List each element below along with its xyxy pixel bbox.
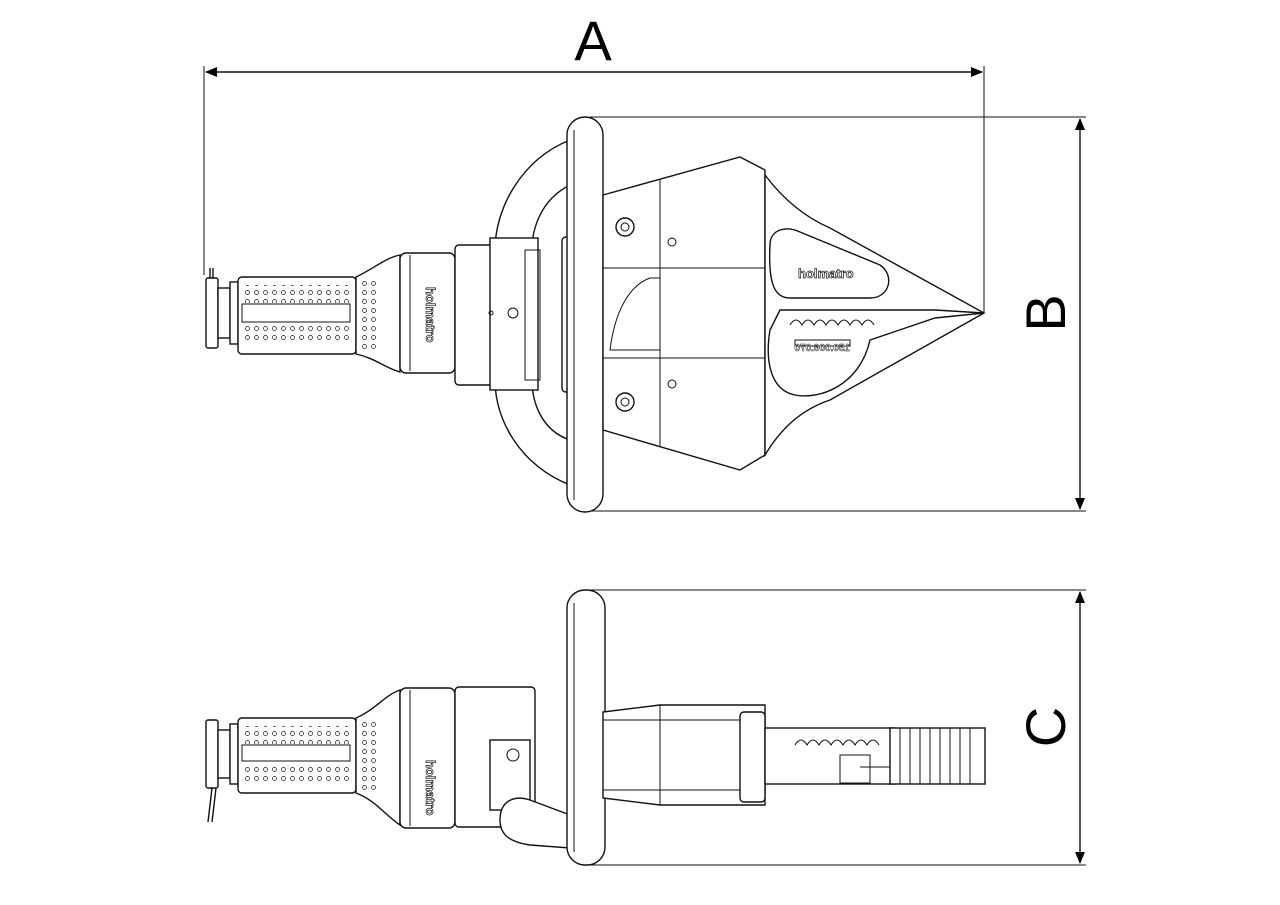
tool-side-view: holmatro xyxy=(205,589,986,866)
jaws-side xyxy=(764,727,986,785)
spreader-body-side xyxy=(602,704,766,806)
spreader-jaws: holmatro 150.006.070 xyxy=(764,172,986,458)
dimension-a: A xyxy=(203,9,985,313)
dimension-b-label: B xyxy=(1014,294,1077,331)
control-collar: holmatro xyxy=(399,252,456,374)
brand-label-side: holmatro xyxy=(423,760,438,816)
dimension-a-label: A xyxy=(574,9,612,72)
dimension-b: B xyxy=(590,116,1086,512)
hydraulic-coupler-side xyxy=(205,719,239,823)
grip-side xyxy=(237,689,401,827)
cylinder-block xyxy=(454,236,577,393)
grip xyxy=(237,254,401,373)
spreader-body xyxy=(602,156,766,471)
side-handle-elbow xyxy=(499,797,571,849)
upper-jaw-cutout xyxy=(768,228,890,299)
tool-top-view: holmatro holmat xyxy=(205,116,986,513)
part-number-label: 150.006.070 xyxy=(794,343,850,354)
lower-jaw-cutout xyxy=(767,309,985,397)
jaw-brand-label: holmatro xyxy=(798,266,854,281)
carry-handle-side xyxy=(566,589,606,866)
brand-label: holmatro xyxy=(423,287,438,343)
dimension-c-label: C xyxy=(1014,707,1077,747)
control-collar-side: holmatro xyxy=(399,687,456,829)
dimension-c: C xyxy=(590,589,1086,866)
carry-handle xyxy=(566,116,604,513)
hydraulic-coupler xyxy=(205,268,239,349)
